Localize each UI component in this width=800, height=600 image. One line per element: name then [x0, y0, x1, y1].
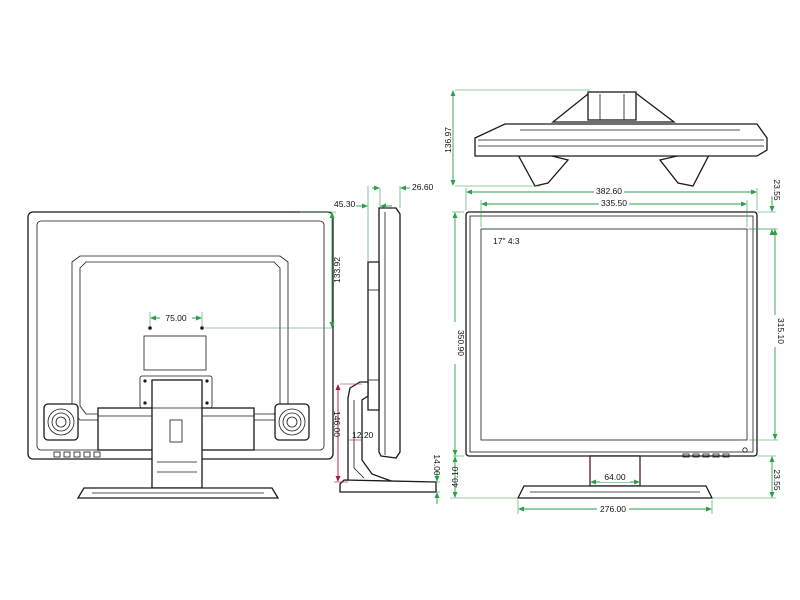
screen-width-dimension: 335.50 — [601, 198, 627, 208]
top-view-stand-right — [658, 152, 712, 187]
back-view-stand-neck — [151, 379, 203, 489]
back-view-speaker-left — [43, 403, 79, 441]
side-view-rear-bulge — [367, 261, 380, 411]
overall-height-dimension: 350.90 — [456, 330, 466, 356]
base-width-dimension: 276.00 — [600, 504, 626, 514]
top-view-stand-left — [515, 152, 570, 187]
power-led-icon — [742, 447, 748, 453]
neck-width-dimension: 64.00 — [604, 472, 626, 482]
back-view: 75.00 133.92 — [27, 211, 342, 499]
mount-height-dimension: 133.92 — [332, 257, 342, 283]
top-view-depth-dimension: 136.97 — [443, 127, 453, 153]
back-view-speaker-right — [274, 403, 310, 441]
side-view-panel — [378, 207, 401, 459]
top-bezel-dimension: 23.55 — [772, 179, 782, 201]
front-view-screen — [480, 228, 748, 441]
base-height-dimension: 23.55 — [772, 469, 782, 491]
side-thickness-dimension: 45.30 — [334, 199, 356, 209]
stand-height-dimension: 146.00 — [332, 411, 342, 437]
overall-width-dimension: 382.60 — [596, 186, 622, 196]
screen-height-dimension: 315.10 — [776, 318, 786, 344]
base-thickness-dimension: 14.00 — [432, 454, 442, 476]
side-bezel-dimension: 26.60 — [412, 182, 434, 192]
front-view: 17" 4:3 382.60 335.50 23.55 — [449, 179, 786, 514]
vesa-hole-right — [200, 326, 204, 330]
screen-spec-label: 17" 4:3 — [493, 236, 520, 246]
stand-offset-dimension: 12.20 — [352, 430, 374, 440]
side-view: 45.30 26.60 146.00 12.20 14.00 — [332, 182, 442, 504]
vesa-hole-left — [148, 326, 152, 330]
side-view-base — [339, 479, 437, 493]
bottom-height-dimension: 40.10 — [450, 466, 460, 488]
side-view-stand — [347, 381, 395, 483]
vesa-spacing-dimension: 75.00 — [165, 313, 187, 323]
top-view-hinge-block — [587, 91, 637, 121]
top-view: 136.97 — [443, 89, 768, 187]
back-view-label-plate — [143, 335, 207, 371]
front-view-bezel — [465, 211, 758, 457]
